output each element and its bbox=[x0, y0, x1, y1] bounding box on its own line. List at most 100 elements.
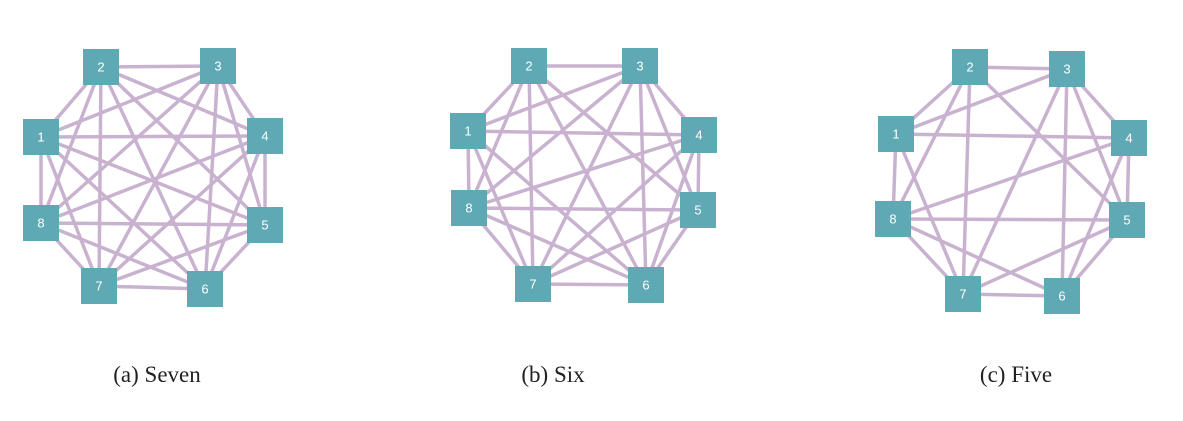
edge-3-6 bbox=[638, 64, 648, 287]
edge-3-8 bbox=[39, 64, 220, 225]
node-box bbox=[680, 192, 716, 228]
node-label: 8 bbox=[465, 200, 472, 215]
node-box bbox=[622, 48, 658, 84]
node-box bbox=[451, 190, 487, 226]
node-label: 8 bbox=[37, 215, 44, 230]
node-box bbox=[450, 113, 486, 149]
node-box bbox=[1044, 278, 1080, 314]
node-box bbox=[187, 271, 223, 307]
node-5: 5 bbox=[680, 192, 716, 228]
edge-6-8 bbox=[891, 217, 1064, 298]
edge-1-3 bbox=[39, 64, 220, 139]
node-2: 2 bbox=[511, 48, 547, 84]
edge-4-8 bbox=[891, 136, 1131, 221]
node-box bbox=[23, 119, 59, 155]
edge-3-7 bbox=[961, 67, 1069, 296]
node-label: 1 bbox=[37, 129, 44, 144]
edge-4-6 bbox=[1060, 136, 1131, 298]
node-6: 6 bbox=[1044, 278, 1080, 314]
edge-1-4 bbox=[39, 134, 267, 139]
node-7: 7 bbox=[945, 276, 981, 312]
node-4: 4 bbox=[681, 117, 717, 153]
node-label: 5 bbox=[261, 217, 268, 232]
node-box bbox=[247, 207, 283, 243]
edge-2-5 bbox=[527, 64, 700, 212]
node-box bbox=[23, 205, 59, 241]
node-label: 7 bbox=[959, 286, 966, 301]
panel-six: 1 2 3 4 5 6 7 8 bbox=[450, 48, 717, 303]
node-label: 4 bbox=[1125, 130, 1132, 145]
node-6: 6 bbox=[628, 267, 664, 303]
node-label: 2 bbox=[966, 59, 973, 74]
edge-3-7 bbox=[531, 64, 642, 286]
edge-3-8 bbox=[467, 64, 642, 210]
node-label: 3 bbox=[214, 58, 221, 73]
edge-4-8 bbox=[39, 134, 267, 225]
node-1: 1 bbox=[23, 119, 59, 155]
node-6: 6 bbox=[187, 271, 223, 307]
edge-5-7 bbox=[531, 208, 700, 286]
node-label: 7 bbox=[95, 278, 102, 293]
caption-seven: (a) Seven bbox=[113, 362, 201, 387]
node-box bbox=[247, 118, 283, 154]
node-box bbox=[515, 266, 551, 302]
node-box bbox=[200, 48, 236, 84]
node-label: 1 bbox=[892, 126, 899, 141]
panel-seven: 1 2 3 4 5 6 7 8 bbox=[23, 48, 283, 307]
node-box bbox=[681, 117, 717, 153]
edge-3-6 bbox=[1060, 67, 1069, 298]
edge-6-8 bbox=[39, 221, 207, 291]
edge-5-8 bbox=[39, 221, 267, 227]
node-label: 4 bbox=[695, 127, 702, 142]
node-label: 2 bbox=[97, 59, 104, 74]
edge-1-7 bbox=[894, 132, 965, 296]
node-box bbox=[1049, 51, 1085, 87]
node-label: 4 bbox=[261, 128, 268, 143]
edge-5-8 bbox=[891, 217, 1129, 222]
node-2: 2 bbox=[952, 49, 988, 85]
edge-1-6 bbox=[39, 135, 207, 291]
edge-2-5 bbox=[99, 65, 267, 227]
node-label: 7 bbox=[529, 276, 536, 291]
node-4: 4 bbox=[247, 118, 283, 154]
edge-2-8 bbox=[39, 65, 103, 225]
edge-2-4 bbox=[99, 65, 267, 138]
edge-3-6 bbox=[203, 64, 220, 291]
node-8: 8 bbox=[23, 205, 59, 241]
node-5: 5 bbox=[1109, 202, 1145, 238]
node-5: 5 bbox=[247, 207, 283, 243]
node-3: 3 bbox=[1049, 51, 1085, 87]
edge-2-5 bbox=[968, 65, 1129, 222]
caption-five: (c) Five bbox=[979, 362, 1053, 387]
node-1: 1 bbox=[450, 113, 486, 149]
node-label: 8 bbox=[889, 211, 896, 226]
node-label: 6 bbox=[642, 277, 649, 292]
edge-4-6 bbox=[203, 134, 267, 291]
node-8: 8 bbox=[875, 201, 911, 237]
node-box bbox=[1111, 120, 1147, 156]
edge-5-7 bbox=[961, 218, 1129, 296]
edge-2-8 bbox=[467, 64, 531, 210]
edge-3-5 bbox=[638, 64, 700, 212]
node-box bbox=[83, 49, 119, 85]
edge-4-7 bbox=[97, 134, 267, 288]
node-box bbox=[875, 201, 911, 237]
edge-2-8 bbox=[891, 65, 972, 221]
edge-2-7 bbox=[527, 64, 535, 286]
edge-6-8 bbox=[467, 206, 648, 287]
node-7: 7 bbox=[515, 266, 551, 302]
node-box bbox=[878, 116, 914, 152]
node-3: 3 bbox=[622, 48, 658, 84]
node-label: 5 bbox=[1123, 212, 1130, 227]
node-label: 6 bbox=[201, 281, 208, 296]
edge-2-3 bbox=[99, 64, 220, 69]
node-label: 2 bbox=[525, 58, 532, 73]
edge-1-4 bbox=[466, 129, 701, 137]
edge-5-7 bbox=[97, 223, 267, 288]
node-box bbox=[1109, 202, 1145, 238]
node-7: 7 bbox=[81, 268, 117, 304]
node-3: 3 bbox=[200, 48, 236, 84]
node-box bbox=[945, 276, 981, 312]
node-box bbox=[511, 48, 547, 84]
